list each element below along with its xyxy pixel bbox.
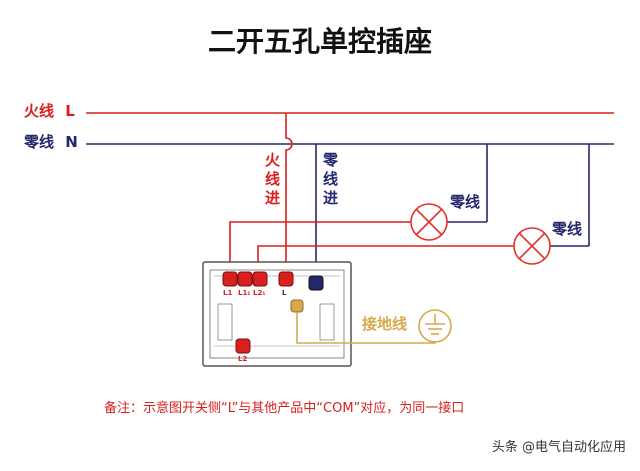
live-line-letter: L: [65, 102, 75, 120]
terminal-ground: [290, 299, 304, 313]
live-line-label: 火线 L: [24, 104, 75, 119]
terminal-l-label: L: [282, 289, 287, 297]
ground-wire-label: 接地线: [362, 315, 408, 333]
terminal-l2: [235, 338, 251, 354]
lamp-2: [513, 227, 551, 265]
watermark: 头条 @电气自动化应用: [491, 440, 626, 455]
lamp2-neutral-label: 零线: [552, 220, 583, 238]
live-line-name: 火线: [24, 102, 55, 120]
neutral-line-label: 零线 N: [24, 135, 78, 150]
lamp1-neutral-label: 零线: [450, 193, 481, 211]
neutral-line-name: 零线: [24, 133, 55, 151]
terminal-l: [278, 271, 294, 287]
neutral-in-label: 零线进: [321, 152, 339, 209]
terminal-l21: [252, 271, 268, 287]
lamp1-switched-wire: [229, 221, 411, 271]
terminal-n: [308, 275, 324, 291]
live-in-label: 火线进: [263, 152, 281, 209]
terminal-l11-label: L1₁: [238, 289, 251, 297]
page-title: 二开五孔单控插座: [207, 25, 432, 58]
footnote: 备注：示意图开关侧“L”与其他产品中“COM”对应，为同一接口: [104, 401, 465, 416]
neutral-line-letter: N: [65, 133, 78, 151]
terminal-l1-label: L1: [223, 289, 233, 297]
terminal-l2-label: L2: [238, 355, 248, 363]
terminal-l21-label: L2₁: [253, 289, 266, 297]
terminal-l11: [237, 271, 253, 287]
live-feed-wire: [285, 113, 293, 271]
lamp-1: [410, 203, 448, 241]
terminal-l1: [222, 271, 238, 287]
ground-icon: [418, 309, 452, 343]
